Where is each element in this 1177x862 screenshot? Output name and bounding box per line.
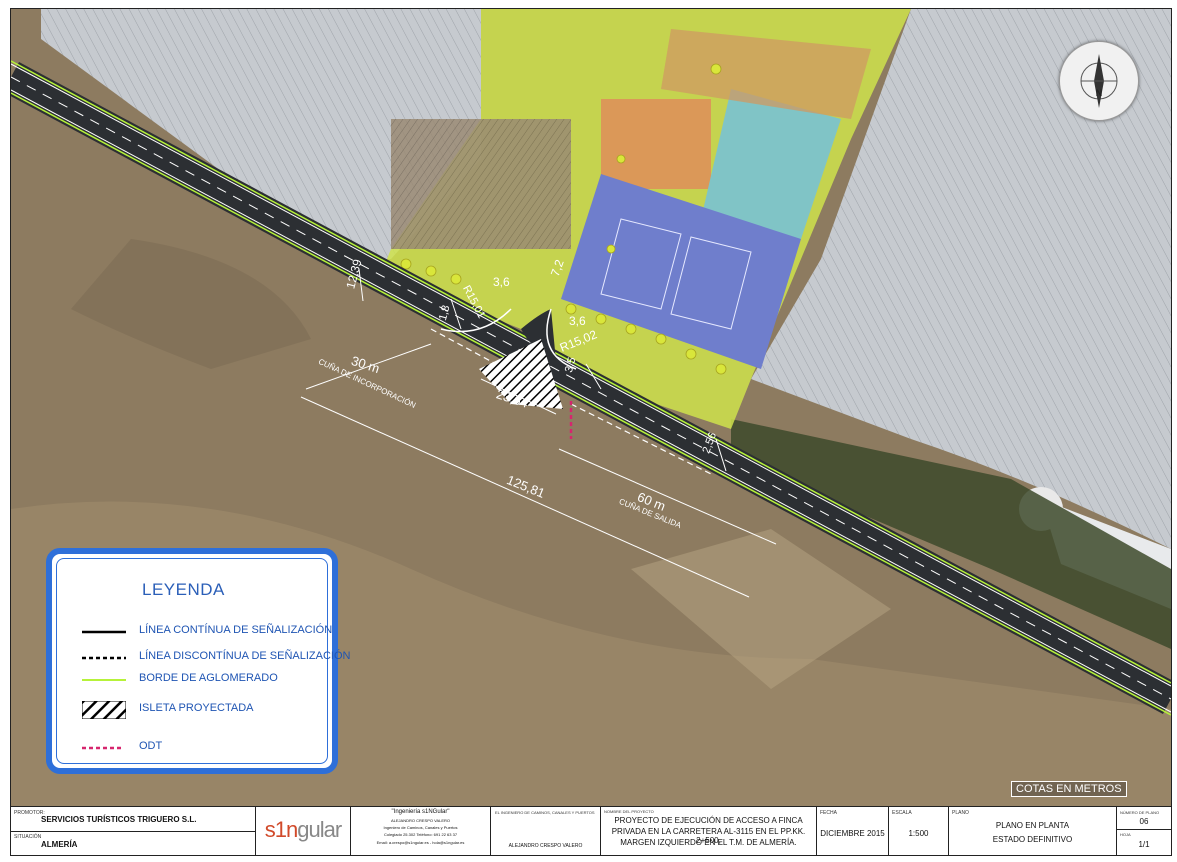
project-cell: NOMBRE DEL PROYECTO PROYECTO DE EJECUCIÓ… <box>601 807 817 855</box>
situacion-label: SITUACIÓN <box>14 834 42 840</box>
hatched-block-icon <box>82 701 126 719</box>
dashed-line-icon <box>82 656 126 660</box>
greenhouse-west <box>41 9 481 259</box>
legend-panel: LEYENDA LÍNEA CONTÍNUA DE SEÑALIZACIÓN L… <box>46 548 351 774</box>
legend-label: LÍNEA CONTÍNUA DE SEÑALIZACIÓN <box>139 624 333 636</box>
engineering-firm: "Ingeniería s1NGular" <box>391 809 450 815</box>
legend-title: LEYENDA <box>142 580 225 599</box>
legend-item-dashed-line: LÍNEA DISCONTÍNUA DE SEÑALIZACIÓN <box>82 648 352 668</box>
compass-rose-icon <box>1080 54 1118 108</box>
legend-label: ISLETA PROYECTADA <box>139 702 254 714</box>
legend-item-solid-line: LÍNEA CONTÍNUA DE SEÑALIZACIÓN <box>82 622 352 642</box>
title-block: PROMOTOR: SERVICIOS TURÍSTICOS TRIGUERO … <box>10 806 1172 856</box>
sports-courts <box>561 174 801 369</box>
area-orange <box>601 99 711 189</box>
greenhouse-east <box>751 9 1171 549</box>
signature-name: ALEJANDRO CRESPO VALERO <box>508 843 583 849</box>
map-frame: 12,39 3,6 7,2 R15,01 1,8 3,6 R15,02 3,5 … <box>10 8 1172 807</box>
hoja: 1/1 <box>1138 840 1150 849</box>
legend-item-borde: BORDE DE AGLOMERADO <box>82 670 352 690</box>
fecha: DICIEMBRE 2015 <box>820 829 885 838</box>
logo-cell: s1ngular <box>256 807 351 855</box>
legend-label: ODT <box>139 740 163 752</box>
dim-label: 3,6 <box>569 314 586 328</box>
legend-item-isleta: ISLETA PROYECTADA <box>82 700 352 720</box>
solid-line-icon <box>82 630 126 634</box>
vegetation-strip <box>731 419 1171 649</box>
plano-cell: PLANO PLANO EN PLANTA ESTADO DEFINITIVO <box>949 807 1117 855</box>
promotor-cell: PROMOTOR: SERVICIOS TURÍSTICOS TRIGUERO … <box>11 807 256 855</box>
north-arrow: N <box>1059 41 1139 121</box>
dim-label: 3,6 <box>493 275 510 289</box>
compass-letter: N <box>1095 88 1103 98</box>
green-line-icon <box>82 679 126 681</box>
escala-cell: ESCALA 1:500 <box>889 807 949 855</box>
odt-line-icon <box>82 746 122 750</box>
site-plan-map <box>11 9 1171 806</box>
legend-item-odt: ODT <box>82 738 352 758</box>
fecha-cell: FECHA DICIEMBRE 2015 <box>817 807 889 855</box>
isleta-proyectada <box>479 339 563 409</box>
escala: 1:500 <box>908 829 929 838</box>
engineer-cell: "Ingeniería s1NGular" ALEJANDRO CRESPO V… <box>351 807 491 855</box>
legend-label: LÍNEA DISCONTÍNUA DE SEÑALIZACIÓN <box>139 650 351 662</box>
legend-label: BORDE DE AGLOMERADO <box>139 672 278 684</box>
signature-cell: EL INGENIERO DE CAMINOS, CANALES Y PUERT… <box>491 807 601 855</box>
promotor: SERVICIOS TURÍSTICOS TRIGUERO S.L. <box>41 815 197 824</box>
area-cyan <box>701 89 841 239</box>
promotor-label: PROMOTOR: <box>14 810 45 816</box>
cotas-note: COTAS EN METROS <box>1011 781 1127 797</box>
numero-cell: NÚMERO DE PLANO 06 HOJA 1/1 <box>1117 807 1171 855</box>
numero-plano: 06 <box>1139 817 1149 826</box>
singular-logo: s1ngular <box>264 817 342 842</box>
situacion: ALMERÍA <box>41 840 78 849</box>
